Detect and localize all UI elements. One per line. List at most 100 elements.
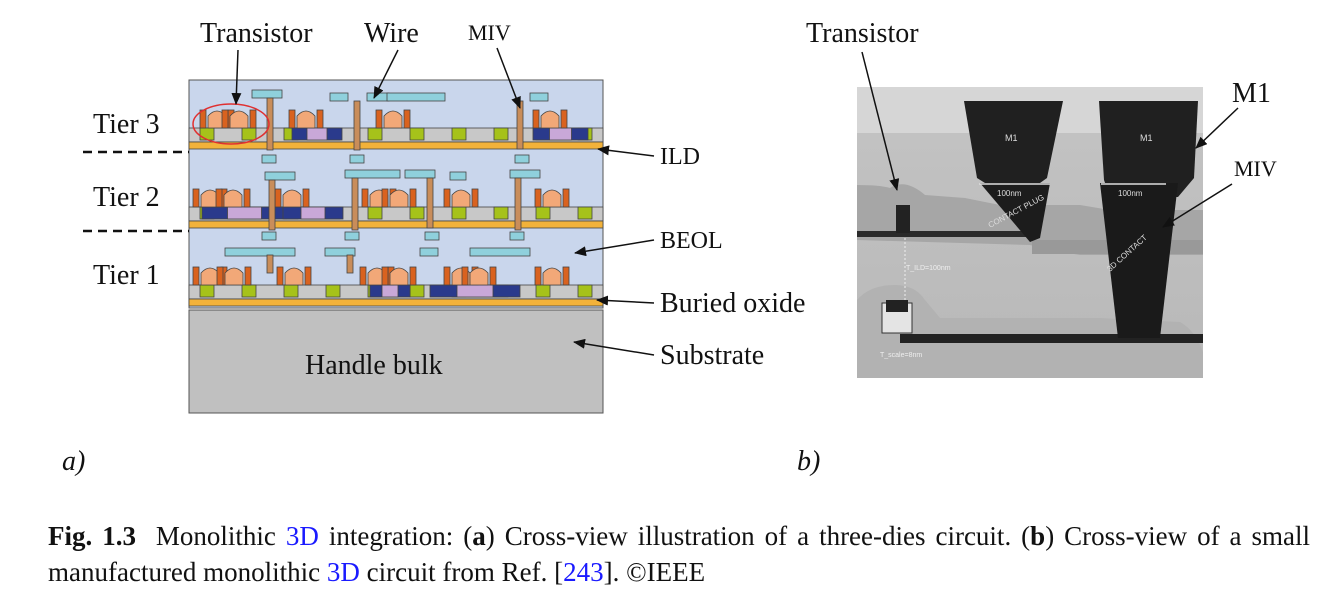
contact-r-t1-1 xyxy=(244,266,252,286)
arrow-transistor-a xyxy=(231,49,242,105)
well-light-t3-1 xyxy=(549,127,572,141)
oxide-tier-2 xyxy=(188,220,604,229)
panel-a-cross-section: Transistor Wire MIV Tier 3 Tier 2 Tier 1… xyxy=(62,18,805,477)
label-beol: BEOL xyxy=(660,228,723,254)
via-pad-4 xyxy=(344,231,360,241)
caption-fig-number: Fig. 1.3 xyxy=(48,521,136,551)
interconnect xyxy=(224,89,549,274)
label-miv-b: MIV xyxy=(1234,156,1277,181)
well-light-t3-0 xyxy=(306,127,328,141)
oxide-tier-3 xyxy=(188,141,604,150)
wire-8 xyxy=(449,171,467,181)
wire-3 xyxy=(386,92,446,102)
arrow-miv-b xyxy=(1162,183,1233,228)
source-drain-t3-4 xyxy=(367,127,383,141)
via-pad-5 xyxy=(424,231,440,241)
gate-t1-6 xyxy=(469,267,489,286)
source-drain-t2-6 xyxy=(451,206,467,220)
contact-r-t2-5 xyxy=(471,188,479,208)
contact-r-t2-1 xyxy=(243,188,251,208)
wire-5 xyxy=(264,171,296,181)
caption-link-3d-1[interactable]: 3D xyxy=(285,521,319,551)
arrow-substrate xyxy=(573,338,655,356)
label-miv-a: MIV xyxy=(468,20,511,45)
caption-text-4: ) Cross-view of a small manufactured mon… xyxy=(48,521,1311,587)
caption-b: b xyxy=(1030,521,1046,551)
wire-1 xyxy=(329,92,349,102)
miv-3 xyxy=(268,179,276,231)
3d-contact-miv xyxy=(1100,183,1178,338)
contact-l-t2-3 xyxy=(361,188,369,208)
wire-11 xyxy=(324,247,356,257)
contact-l-t1-6 xyxy=(461,266,469,286)
label-substrate: Substrate xyxy=(660,340,764,371)
dim-right-text: 100nm xyxy=(1118,189,1143,198)
handle-bulk-region xyxy=(188,309,604,414)
caption-ref-link[interactable]: 243 xyxy=(563,557,604,587)
via-pad-6 xyxy=(509,231,525,241)
tier-layers xyxy=(188,109,604,307)
caption-a: a xyxy=(472,521,486,551)
m1-right xyxy=(1099,101,1198,197)
miv-6 xyxy=(514,177,522,231)
caption-text-6: ]. ©IEEE xyxy=(603,557,706,587)
lower-silicon-line xyxy=(900,334,1203,343)
source-drain-t1-5 xyxy=(409,284,425,298)
via-pad-1 xyxy=(349,154,365,164)
contact-l-t2-2 xyxy=(274,188,282,208)
upper-silicon-line xyxy=(857,231,1032,237)
transistor-highlight xyxy=(192,103,270,145)
label-wire: Wire xyxy=(364,18,419,49)
arrow-m1 xyxy=(1195,107,1239,149)
contact-r-t1-6 xyxy=(489,266,497,286)
contact-r-t2-4 xyxy=(409,188,417,208)
gate-t3-1 xyxy=(229,110,249,129)
arrow-transistor-b xyxy=(861,51,900,191)
miv-7 xyxy=(266,254,274,274)
contact-l-t3-2 xyxy=(288,109,296,129)
well-light-t2-0 xyxy=(227,206,262,220)
label-tier1: Tier 1 xyxy=(93,260,160,291)
contact-l-t1-3 xyxy=(359,266,367,286)
source-drain-t2-5 xyxy=(409,206,425,220)
label-ild: ILD xyxy=(660,144,700,170)
via-pad-2 xyxy=(514,154,530,164)
figure-caption: Fig. 1.3 Monolithic 3D integration: (a) … xyxy=(48,518,1310,590)
source-drain-t3-0 xyxy=(199,127,215,141)
wire-2 xyxy=(366,92,390,102)
contact-r-t3-2 xyxy=(316,109,324,129)
caption-link-3d-2[interactable]: 3D xyxy=(326,557,360,587)
contact-l-t1-2 xyxy=(276,266,284,286)
tild-text: T_ILD=100nm xyxy=(906,265,951,272)
gate-t3-3 xyxy=(383,110,403,129)
contact-r-t2-6 xyxy=(562,188,570,208)
via-pad-3 xyxy=(261,231,277,241)
miv-8 xyxy=(346,254,354,274)
wire-6 xyxy=(344,169,401,179)
via-pad-0 xyxy=(261,154,277,164)
label-tier2: Tier 2 xyxy=(93,182,160,213)
gate-t2-1 xyxy=(223,189,243,208)
wire-10 xyxy=(224,247,296,257)
m1-right-text: M1 xyxy=(1140,133,1153,143)
wire-7 xyxy=(404,169,436,179)
oxide-tier-1 xyxy=(188,298,604,307)
miv-4 xyxy=(351,177,359,231)
miv-5 xyxy=(426,177,434,229)
caption-text-3: ) Cross-view illustration of a three-die… xyxy=(485,521,1031,551)
arrow-ild xyxy=(597,145,655,157)
lower-device-layer xyxy=(857,285,1203,378)
upper-transistor xyxy=(896,205,910,233)
source-drain-t3-7 xyxy=(493,127,509,141)
gate-t2-5 xyxy=(451,189,471,208)
contact-l-t1-1 xyxy=(216,266,224,286)
contact-l-t1-5 xyxy=(443,266,451,286)
well-light-t2-1 xyxy=(300,206,326,220)
source-drain-t2-9 xyxy=(577,206,593,220)
well-light-t1-0 xyxy=(381,284,399,298)
gate-t1-1 xyxy=(224,267,244,286)
source-drain-t1-9 xyxy=(577,284,593,298)
miv-1 xyxy=(353,100,361,151)
contact-l-t2-1 xyxy=(215,188,223,208)
arrow-buried-oxide xyxy=(596,295,655,306)
